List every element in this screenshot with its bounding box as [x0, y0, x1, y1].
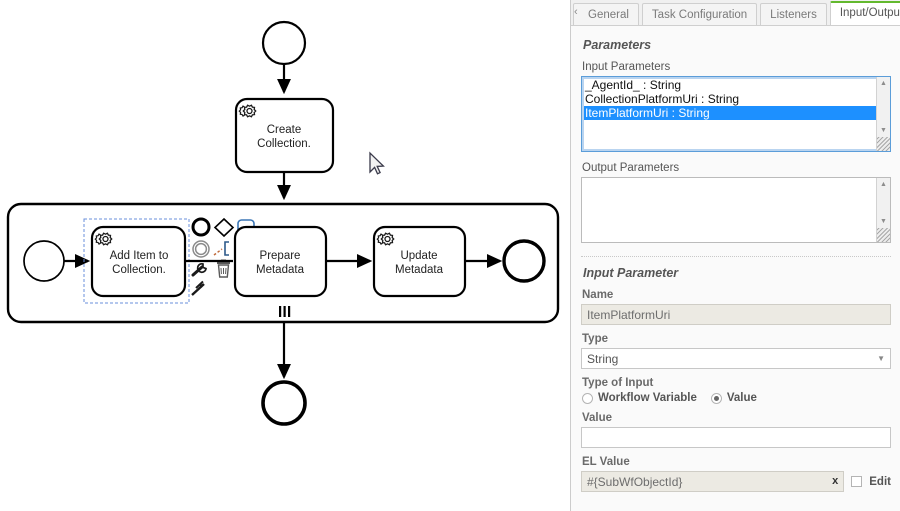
name-label: Name	[582, 289, 614, 301]
task-update-metadata-label-2: Metadata	[395, 264, 444, 276]
output-parameters-label: Output Parameters	[582, 162, 680, 174]
end-event-bottom[interactable]	[261, 380, 307, 426]
radio-value[interactable]	[710, 392, 722, 404]
type-of-input-label: Type of Input	[582, 377, 654, 389]
end-event-subprocess[interactable]	[502, 239, 546, 283]
bpmn-canvas[interactable]: Create Collection.	[0, 0, 570, 511]
parameters-group-title: Parameters	[583, 38, 652, 52]
gear-icon	[376, 232, 395, 246]
scroll-down-icon[interactable]: ▼	[880, 218, 887, 225]
properties-panel: ‹ General Task Configuration Listeners I…	[570, 0, 900, 511]
gear-icon	[94, 232, 113, 246]
scroll-up-icon[interactable]: ▲	[880, 80, 887, 87]
tab-scroll-left-icon[interactable]: ‹	[574, 6, 578, 18]
wrench-icon[interactable]	[191, 263, 207, 277]
append-text-annotation-icon[interactable]	[213, 248, 223, 256]
section-divider	[581, 256, 891, 257]
el-value-row: x Edit	[581, 471, 891, 492]
task-prepare-metadata-label-2: Metadata	[256, 264, 305, 276]
input-parameters-label: Input Parameters	[582, 61, 671, 73]
append-gateway-icon[interactable]	[213, 217, 235, 238]
append-end-event-icon[interactable]	[191, 217, 211, 237]
clear-icon[interactable]: x	[832, 475, 839, 487]
tab-task-configuration[interactable]: Task Configuration	[641, 3, 758, 25]
tab-task-configuration-label: Task Configuration	[651, 9, 748, 21]
tab-listeners-label: Listeners	[770, 9, 817, 21]
value-field[interactable]	[581, 427, 891, 448]
edit-checkbox[interactable]	[851, 476, 863, 487]
value-label: Value	[582, 412, 613, 424]
task-create-collection-label-1: Create	[267, 124, 302, 136]
scroll-up-icon[interactable]: ▲	[880, 181, 887, 188]
start-event-top[interactable]	[261, 20, 307, 66]
properties-tab-bar[interactable]: ‹ General Task Configuration Listeners I…	[571, 0, 900, 26]
tab-general-label: General	[588, 9, 629, 21]
gear-icon	[238, 104, 257, 118]
append-intermediate-event-inner	[194, 242, 208, 256]
task-update-metadata-label-1: Update	[400, 250, 437, 262]
output-parameters-scrollbar[interactable]: ▲ ▼	[876, 178, 890, 242]
tab-input-output-label: Input/Output	[839, 7, 900, 19]
append-text-annotation-bracket	[224, 241, 229, 256]
task-create-collection-label-2: Collection.	[257, 138, 311, 150]
input-parameter-list-item[interactable]: CollectionPlatformUri : String	[585, 92, 740, 106]
edit-checkbox-label: Edit	[869, 475, 891, 488]
type-label: Type	[582, 333, 608, 345]
type-select[interactable]	[581, 348, 891, 369]
resize-grip-icon[interactable]	[877, 228, 890, 242]
parallel-multi-instance-marker	[279, 306, 291, 317]
tab-input-output[interactable]: Input/Output	[829, 1, 900, 25]
trash-icon[interactable]	[217, 259, 230, 278]
task-add-item-label-1: Add Item to	[110, 250, 169, 262]
properties-panel-body: Parameters Input Parameters _AgentId_ : …	[571, 26, 900, 492]
task-add-item-label-2: Collection.	[112, 264, 166, 276]
connect-icon[interactable]	[191, 280, 205, 296]
mouse-cursor	[369, 151, 385, 175]
input-parameter-list-item[interactable]: _AgentId_ : String	[585, 78, 682, 92]
radio-workflow-variable-label: Workflow Variable	[598, 392, 697, 404]
resize-grip-icon[interactable]	[877, 137, 890, 151]
radio-value-label: Value	[726, 392, 757, 404]
input-parameters-scrollbar[interactable]: ▲ ▼	[876, 77, 890, 151]
input-parameter-list-item[interactable]: ItemPlatformUri : String	[582, 106, 890, 120]
radio-workflow-variable[interactable]	[582, 392, 593, 404]
start-event-subprocess[interactable]	[23, 240, 65, 282]
name-field[interactable]	[581, 304, 891, 325]
input-parameter-group-title: Input Parameter	[583, 266, 679, 280]
el-value-field[interactable]	[581, 471, 845, 492]
scroll-down-icon[interactable]: ▼	[880, 127, 887, 134]
type-of-input-radio-group[interactable]: Workflow Variable Value	[582, 392, 891, 404]
tab-general[interactable]: General	[573, 3, 639, 25]
output-parameters-listbox[interactable]: ▲ ▼	[581, 177, 891, 243]
el-value-label: EL Value	[582, 456, 630, 468]
task-prepare-metadata-label-1: Prepare	[260, 250, 301, 262]
tab-listeners[interactable]: Listeners	[760, 3, 827, 25]
